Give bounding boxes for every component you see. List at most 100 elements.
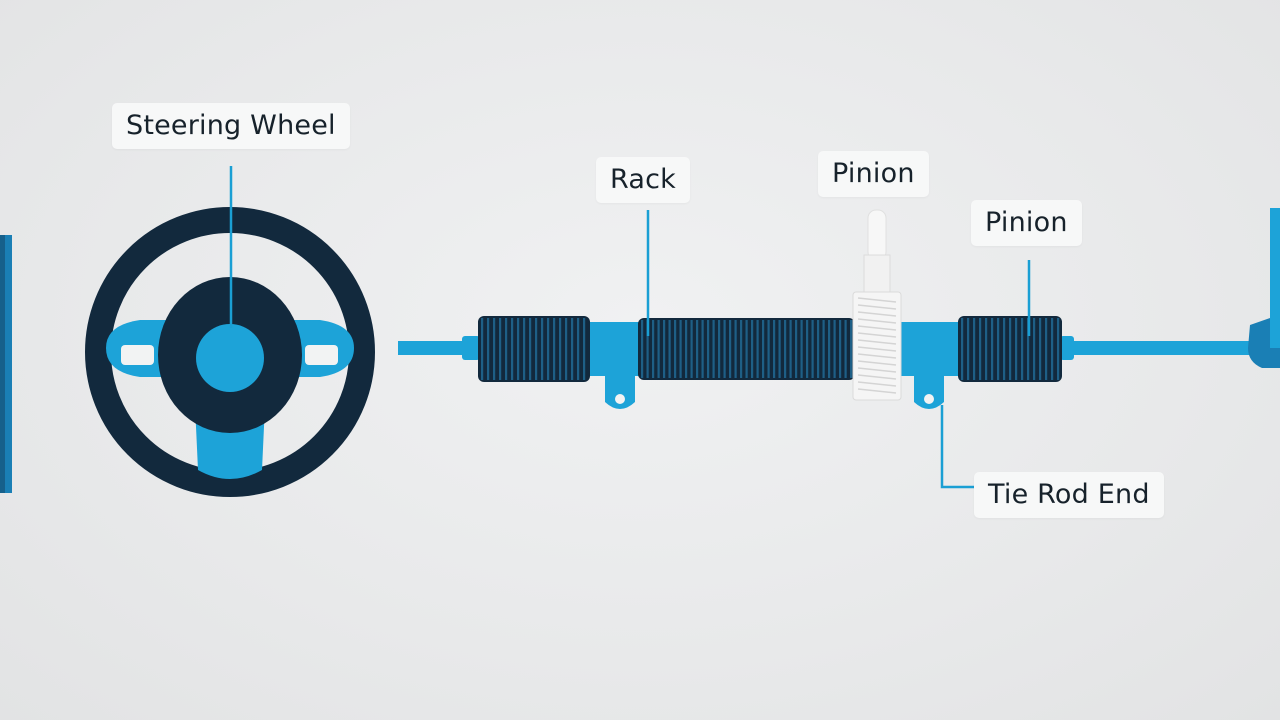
- right-bellows-rib: [961, 318, 964, 380]
- rack-teeth-rib: [668, 320, 671, 378]
- pinion-tooth: [857, 367, 897, 373]
- right-bellows-rib: [1021, 318, 1024, 380]
- rack-teeth-rib: [817, 320, 820, 378]
- rack-teeth-rib: [806, 320, 809, 378]
- right-bellows-rib: [997, 318, 1000, 380]
- pinion-tooth: [857, 325, 897, 331]
- rack-teeth-rib: [850, 320, 853, 378]
- pinion-tooth: [857, 353, 897, 359]
- left-bellows-rib: [487, 318, 490, 380]
- rack-teeth-rib: [646, 320, 649, 378]
- pinion-tooth: [857, 388, 897, 394]
- pinion-tooth: [857, 297, 897, 303]
- pinion-tooth: [857, 311, 897, 317]
- rack-teeth-rib: [751, 320, 754, 378]
- steering-wheel-graphic: [85, 207, 375, 497]
- right-bellows-rib: [1039, 318, 1042, 380]
- rack-teeth-rib: [674, 320, 677, 378]
- left-bellows-rib: [559, 318, 562, 380]
- right-bellows-rib: [979, 318, 982, 380]
- rack-teeth-rib: [762, 320, 765, 378]
- left-bellows-rib: [535, 318, 538, 380]
- pinion-tooth: [857, 339, 897, 345]
- rack-teeth-rib: [707, 320, 710, 378]
- rack-teeth-rib: [811, 320, 814, 378]
- rack-teeth: [638, 318, 855, 380]
- right-bellows-rib: [991, 318, 994, 380]
- left-bellows-rib: [583, 318, 586, 380]
- right-bellows-rib: [967, 318, 970, 380]
- rack-teeth-rib: [844, 320, 847, 378]
- left-tie-rod: [0, 235, 12, 493]
- pinion-tooth: [857, 318, 897, 324]
- left-bellows-rib: [481, 318, 484, 380]
- left-bellows-rib: [547, 318, 550, 380]
- left-bellows-rib: [523, 318, 526, 380]
- rack-teeth-rib: [690, 320, 693, 378]
- left-bellows-rib: [505, 318, 508, 380]
- left-bellows: [478, 316, 590, 382]
- left-bellows-rib: [511, 318, 514, 380]
- left-bellows-rib: [571, 318, 574, 380]
- right-bellows-rib: [1003, 318, 1006, 380]
- right-bellows-rib: [1057, 318, 1060, 380]
- rack-teeth-rib: [641, 320, 644, 378]
- rack-teeth-rib: [795, 320, 798, 378]
- left-bellows-rib: [553, 318, 556, 380]
- label-tie-rod-end: Tie Rod End: [974, 472, 1164, 518]
- rack-teeth-rib: [822, 320, 825, 378]
- right-bellows-rib: [1009, 318, 1012, 380]
- rack-teeth-rib: [784, 320, 787, 378]
- rack-teeth-rib: [839, 320, 842, 378]
- pinion-tooth: [857, 381, 897, 387]
- rack-teeth-rib: [701, 320, 704, 378]
- left-bellows-rib: [541, 318, 544, 380]
- rack-teeth-rib: [685, 320, 688, 378]
- label-rack: Rack: [596, 157, 690, 203]
- rack-teeth-rib: [734, 320, 737, 378]
- rack-teeth-rib: [652, 320, 655, 378]
- left-bellows-rib: [493, 318, 496, 380]
- left-bellows-rib: [577, 318, 580, 380]
- rack-teeth-rib: [778, 320, 781, 378]
- right-bellows-rib: [1027, 318, 1030, 380]
- rack-teeth-rib: [800, 320, 803, 378]
- rack-teeth-rib: [767, 320, 770, 378]
- label-pinion-right: Pinion: [971, 200, 1082, 246]
- pinion-tooth: [857, 346, 897, 352]
- leader-tie-rod-end: [940, 405, 985, 489]
- rack-teeth-rib: [789, 320, 792, 378]
- rack-teeth-rib: [718, 320, 721, 378]
- left-bellows-rib: [499, 318, 502, 380]
- pinion-tooth: [857, 374, 897, 380]
- pinion-tooth: [857, 360, 897, 366]
- left-bellows-rib: [565, 318, 568, 380]
- right-bellows-rib: [1045, 318, 1048, 380]
- rack-teeth-rib: [828, 320, 831, 378]
- rack-teeth-rib: [773, 320, 776, 378]
- right-bellows-rib: [973, 318, 976, 380]
- rack-teeth-rib: [740, 320, 743, 378]
- rack-teeth-rib: [729, 320, 732, 378]
- right-bellows-rib: [985, 318, 988, 380]
- leader-lines: [229, 166, 1031, 489]
- label-pinion-top: Pinion: [818, 151, 929, 197]
- rack-teeth-rib: [833, 320, 836, 378]
- rack-teeth-rib: [745, 320, 748, 378]
- left-bellows-rib: [517, 318, 520, 380]
- rack-teeth-rib: [712, 320, 715, 378]
- pinion-tooth: [857, 332, 897, 338]
- right-bellows-rib: [1051, 318, 1054, 380]
- pinion-gear: [852, 209, 902, 401]
- left-bellows-rib: [529, 318, 532, 380]
- right-bellows-rib: [1015, 318, 1018, 380]
- right-bellows-rib: [1033, 318, 1036, 380]
- rack-teeth-rib: [663, 320, 666, 378]
- rack-teeth-rib: [657, 320, 660, 378]
- right-bellows: [958, 316, 1062, 382]
- label-steering-wheel: Steering Wheel: [112, 103, 350, 149]
- pinion-tooth: [857, 304, 897, 310]
- rack-teeth-rib: [679, 320, 682, 378]
